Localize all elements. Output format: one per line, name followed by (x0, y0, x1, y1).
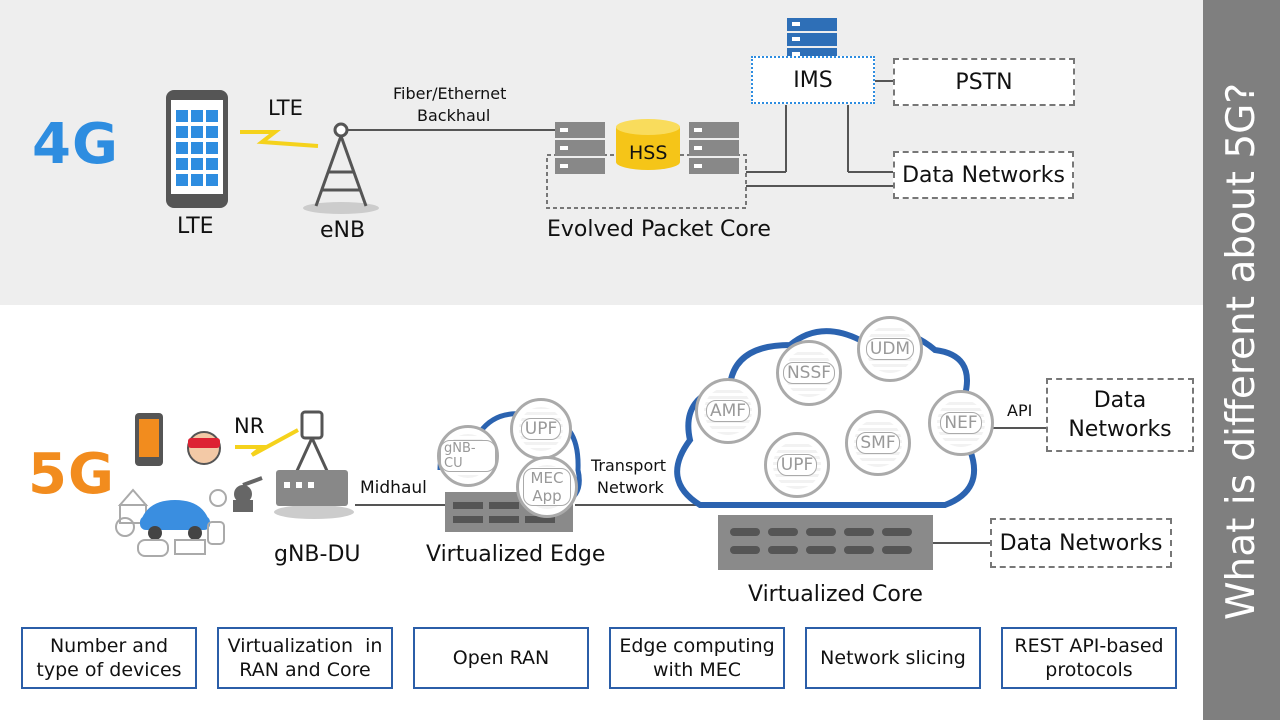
nr-label: NR (234, 414, 265, 438)
feature-edge-computing-line2: with MEC (652, 659, 741, 681)
feature-rest-api-line1: REST API-based (1014, 635, 1164, 657)
data-networks-5g-box: Data Networks (990, 518, 1172, 568)
epc-server-left-icon (555, 122, 605, 174)
edge-nf-upf: UPF (510, 398, 572, 460)
data-networks-4g-box: Data Networks (893, 151, 1074, 199)
pstn-label: PSTN (955, 69, 1013, 95)
epc-label: Evolved Packet Core (547, 217, 771, 242)
lte-device-label: LTE (177, 214, 214, 239)
core-nf-nssf-label: NSSF (782, 362, 836, 384)
core-nf-nssf: NSSF (776, 340, 842, 406)
lte-radio-icon (240, 130, 319, 148)
feature-open-ran: Open RAN (413, 627, 589, 689)
core-nf-amf: AMF (695, 378, 761, 444)
data-networks-api-line2: Networks (1068, 417, 1172, 442)
enb-tower-icon (303, 122, 379, 214)
diagram-graphics (115, 18, 1046, 570)
feature-devices-line2: type of devices (36, 659, 182, 681)
ims-server-icon (787, 18, 837, 61)
sidebar-title: What is different about 5G? (1219, 82, 1264, 620)
core-nf-smf: SMF (845, 410, 911, 476)
epc-server-right-icon (689, 122, 739, 174)
midhaul-label: Midhaul (360, 478, 427, 498)
ims-box: IMS (751, 56, 875, 104)
api-label: API (1007, 401, 1033, 420)
core-nf-udm: UDM (857, 316, 923, 382)
lte-phone-icon (166, 90, 228, 208)
data-networks-4g-label: Data Networks (902, 162, 1065, 188)
feature-open-ran-label: Open RAN (452, 647, 550, 669)
badge-5g: 5G (28, 442, 115, 507)
badge-4g: 4G (32, 112, 119, 177)
hss-database-icon (616, 119, 680, 170)
sidebar: What is different about 5G? (1203, 0, 1280, 720)
pstn-box: PSTN (893, 58, 1075, 106)
edge-nf-mec-app-label: MEC App (523, 468, 571, 506)
core-nf-nef: NEF (928, 390, 994, 456)
virtualized-edge-label: Virtualized Edge (426, 542, 606, 567)
ims-label: IMS (793, 67, 833, 93)
transport-label-line2: Network (597, 478, 664, 497)
data-networks-api-box: Data Networks (1046, 378, 1194, 452)
data-networks-api-line1: Data (1093, 388, 1147, 413)
transport-label-line1: Transport (591, 456, 667, 475)
enb-label: eNB (320, 218, 366, 243)
core-nf-amf-label: AMF (705, 400, 751, 422)
edge-nf-mec-app: MEC App (516, 456, 578, 518)
data-networks-5g-label: Data Networks (999, 530, 1163, 556)
feature-rest-api-line2: protocols (1045, 659, 1133, 681)
feature-virtualization-line2: RAN and Core (239, 659, 371, 681)
hss-label: HSS (629, 142, 668, 164)
virtualized-core-label: Virtualized Core (748, 582, 923, 607)
feature-network-slicing-label: Network slicing (820, 647, 966, 669)
lte-radio-label: LTE (268, 96, 303, 120)
feature-devices-line1: Number and (49, 635, 169, 657)
core-nf-smf-label: SMF (856, 432, 900, 454)
core-nf-udm-label: UDM (865, 338, 915, 360)
edge-nf-gnb-cu: gNB-CU (437, 425, 499, 487)
nr-radio-icon (235, 428, 299, 457)
edge-nf-upf-label: UPF (520, 418, 562, 440)
core-nf-upf: UPF (764, 432, 830, 498)
feature-network-slicing: Network slicing (805, 627, 981, 689)
feature-edge-computing-line1: Edge computing (619, 635, 775, 657)
gnb-du-tower-icon (274, 410, 354, 519)
core-nf-upf-label: UPF (776, 454, 818, 476)
gnb-du-label: gNB-DU (274, 542, 361, 567)
backhaul-label-line2: Backhaul (417, 106, 491, 125)
edge-nf-gnb-cu-label: gNB-CU (440, 440, 496, 472)
feature-virtualization-line1: Virtualization in (227, 635, 383, 657)
iot-devices-icon (115, 413, 263, 557)
core-nf-nef-label: NEF (940, 412, 982, 434)
backhaul-label-line1: Fiber/Ethernet (393, 84, 507, 103)
